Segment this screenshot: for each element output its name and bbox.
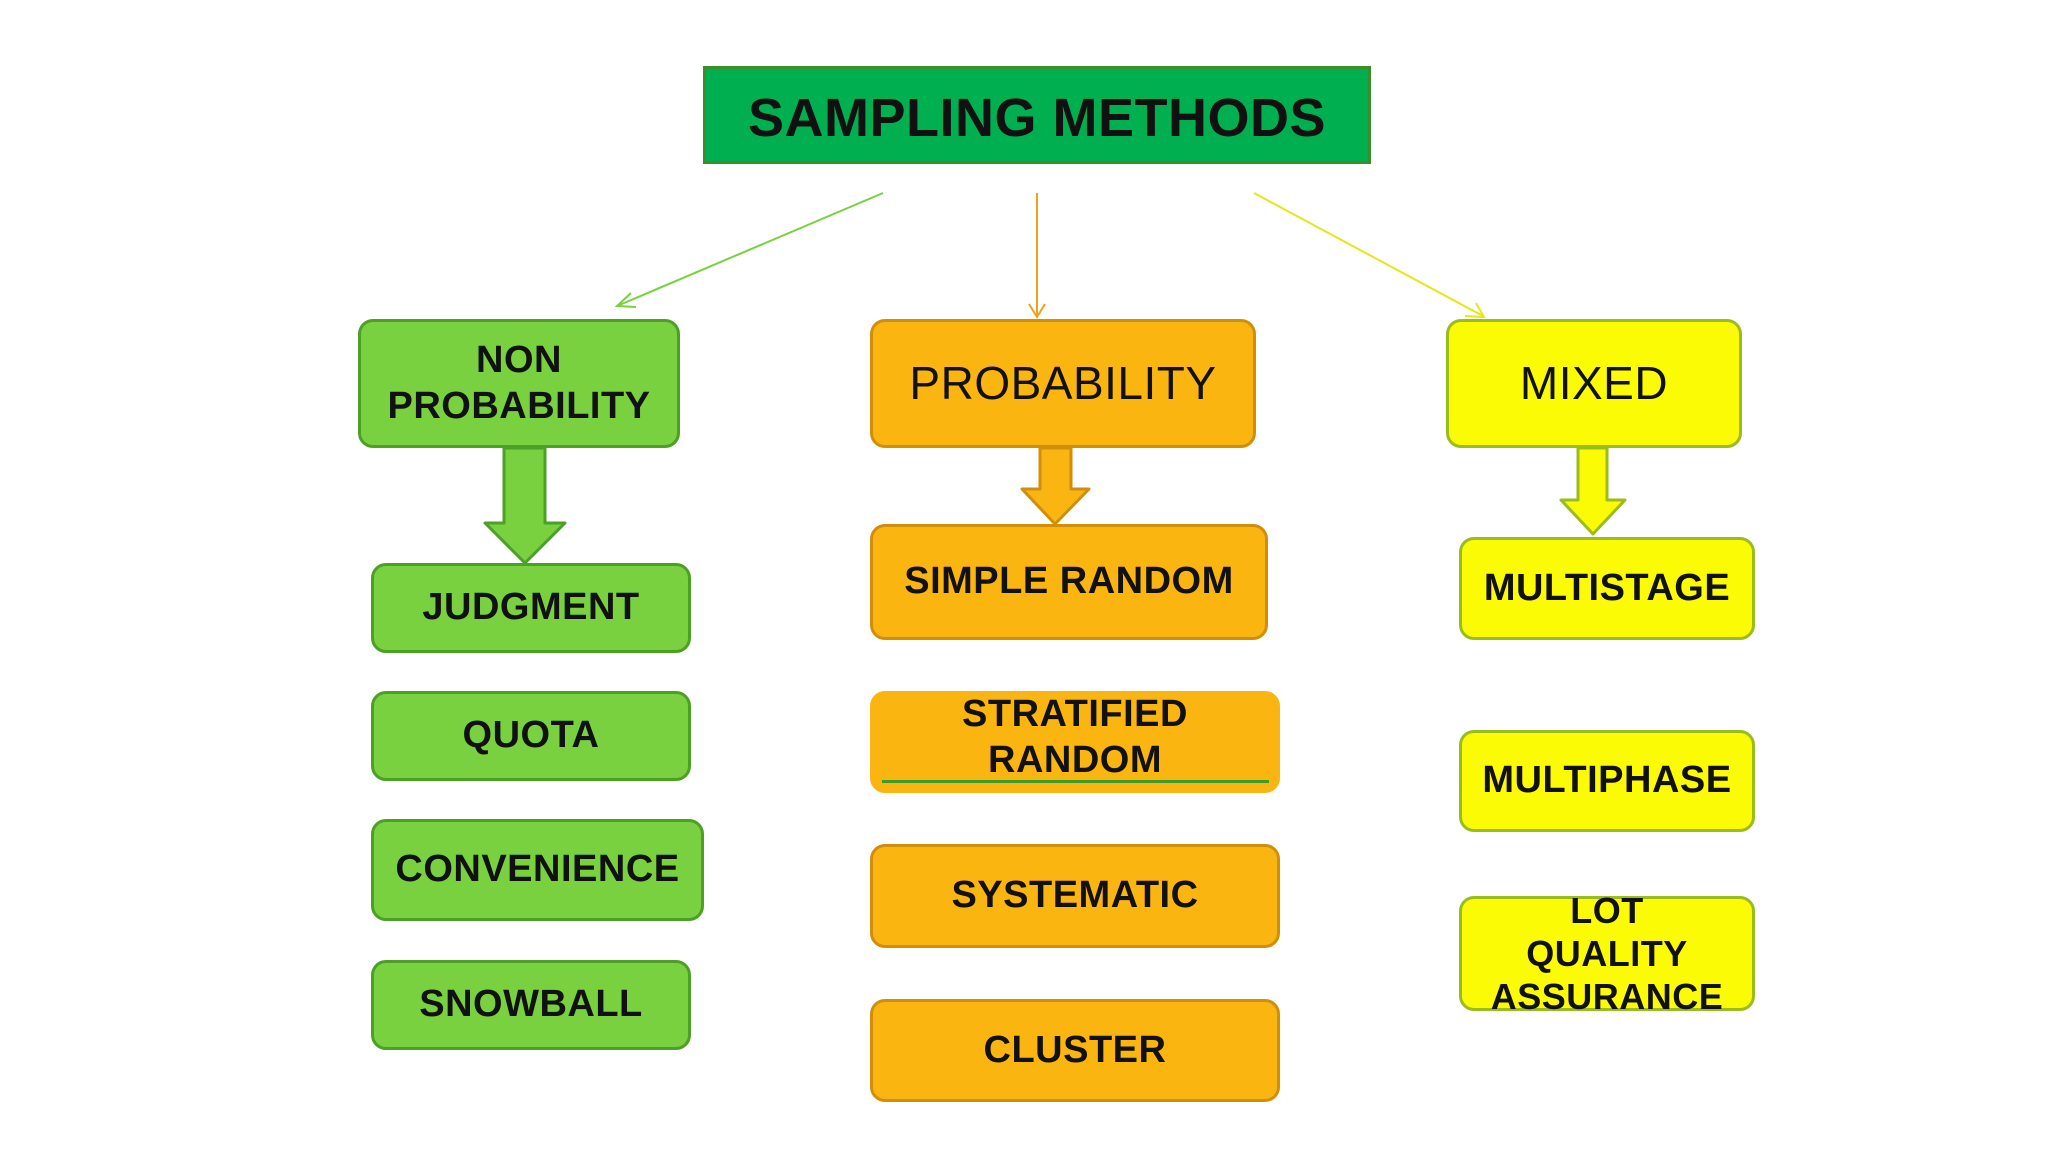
arrow-to-probability [1028, 193, 1046, 319]
method-multistage-label: MULTISTAGE [1483, 566, 1731, 609]
method-convenience-label: CONVENIENCE [395, 848, 680, 891]
block-arrow-mixed [1559, 446, 1627, 536]
method-lot-quality-assurance-label: LOT QUALITY ASSURANCE [1490, 889, 1724, 1018]
diagram-title: SAMPLING METHODS [703, 66, 1371, 164]
category-probability-label: PROBABILITY [909, 356, 1217, 409]
method-simple-random: SIMPLE RANDOM [870, 524, 1268, 640]
block-arrow-non-probability [483, 446, 567, 565]
method-snowball: SNOWBALL [371, 960, 691, 1050]
diagram-title-text: SAMPLING METHODS [747, 87, 1326, 148]
method-multiphase: MULTIPHASE [1459, 730, 1755, 832]
category-non-probability-line-1: NON [476, 338, 562, 381]
category-mixed-label: MIXED [1519, 356, 1669, 409]
method-stratified-random: STRATIFIED RANDOM [870, 691, 1280, 793]
method-cluster-label: CLUSTER [983, 1028, 1167, 1071]
method-simple-random-label: SIMPLE RANDOM [904, 560, 1234, 603]
category-mixed: MIXED [1446, 319, 1742, 448]
stratified-underline [882, 780, 1269, 783]
method-systematic: SYSTEMATIC [870, 844, 1280, 948]
arrow-to-mixed [1253, 192, 1486, 319]
method-snowball-label: SNOWBALL [419, 983, 643, 1026]
method-multistage: MULTISTAGE [1459, 537, 1755, 640]
category-probability: PROBABILITY [870, 319, 1256, 448]
method-quota: QUOTA [371, 691, 691, 781]
method-lot-quality-assurance: LOT QUALITY ASSURANCE [1459, 890, 1755, 1017]
block-arrow-probability [1020, 446, 1091, 526]
method-stratified-random-label: STRATIFIED RANDOM [962, 693, 1188, 781]
method-judgment-label: JUDGMENT [422, 586, 640, 629]
category-non-probability: NON PROBABILITY [358, 319, 680, 448]
method-systematic-label: SYSTEMATIC [951, 874, 1199, 917]
arrow-to-non-probability [614, 192, 884, 308]
method-judgment: JUDGMENT [371, 563, 691, 653]
method-quota-label: QUOTA [462, 714, 600, 757]
category-non-probability-line-2: PROBABILITY [387, 384, 651, 427]
method-cluster: CLUSTER [870, 999, 1280, 1102]
method-convenience: CONVENIENCE [371, 819, 704, 921]
method-multiphase-label: MULTIPHASE [1482, 759, 1732, 802]
